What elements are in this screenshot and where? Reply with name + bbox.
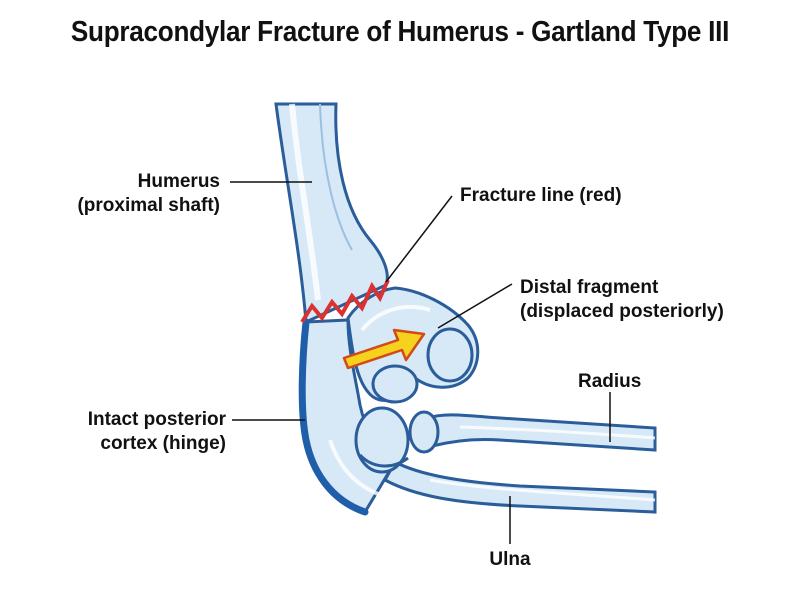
label-radius: Radius [578, 370, 641, 394]
label-ulna: Ulna [470, 548, 550, 572]
humerus-bone [274, 102, 389, 325]
label-intact-cortex: Intact posterior cortex (hinge) [40, 408, 226, 456]
label-humerus-line1: Humerus [137, 171, 220, 192]
label-radius-line1: Radius [578, 371, 642, 392]
label-humerus-line2: (proximal shaft) [77, 195, 220, 216]
diagram-title: Supracondylar Fracture of Humerus - Gart… [70, 16, 730, 48]
distal-humerus-hinge [298, 318, 410, 516]
label-fracture-line1: Fracture line (red) [460, 185, 622, 206]
label-intact-cortex-line1: Intact posterior [87, 409, 226, 430]
radius-bone [408, 410, 657, 454]
label-humerus: Humerus (proximal shaft) [40, 170, 220, 218]
label-intact-cortex-line2: cortex (hinge) [100, 433, 226, 454]
label-distal-fragment-line1: Distal fragment [520, 277, 659, 298]
leader-fracture [385, 195, 453, 283]
label-fracture-line: Fracture line (red) [460, 184, 622, 208]
label-ulna-line1: Ulna [489, 549, 531, 570]
label-distal-fragment-line2: (displaced posteriorly) [520, 301, 724, 322]
ulna-bone [382, 459, 657, 514]
displacement-arrow [342, 328, 426, 370]
leader-distal-fragment [437, 283, 513, 329]
fracture-line [300, 279, 390, 324]
label-distal-fragment: Distal fragment (displaced posteriorly) [520, 276, 724, 324]
